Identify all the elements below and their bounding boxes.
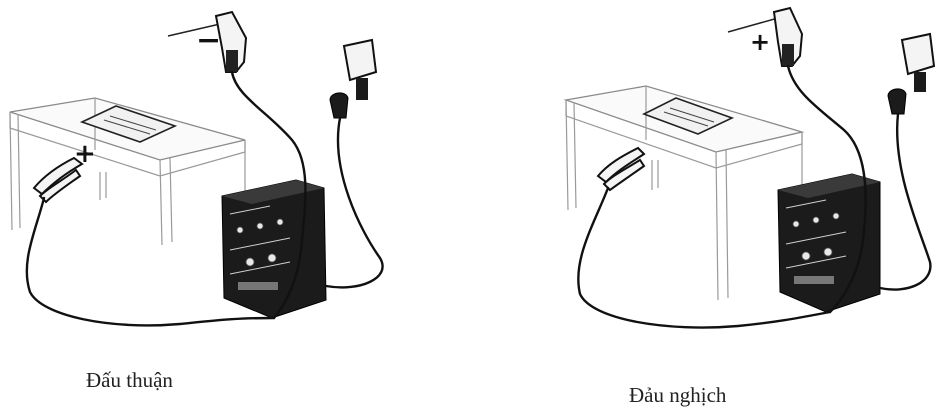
welding-machine: [222, 180, 326, 318]
power-cable: [326, 118, 383, 287]
reverse-polarity-illustration: +: [468, 0, 936, 360]
torch-polarity-mark: −: [196, 23, 221, 58]
direct-polarity-illustration: + −: [0, 0, 468, 360]
clamp-polarity-mark: +: [74, 139, 96, 169]
ground-clamp: [598, 148, 644, 190]
power-cable: [880, 114, 930, 290]
caption-reverse-polarity: Đảu nghịch: [629, 383, 726, 408]
caption-direct-polarity: Đấu thuận: [86, 368, 173, 393]
power-plug: [888, 34, 934, 114]
torch-polarity-mark: +: [750, 28, 770, 56]
panel-direct-polarity: + − Đấu: [0, 0, 468, 420]
power-plug: [330, 40, 376, 118]
panel-reverse-polarity: + Đảu nghịch: [468, 0, 936, 420]
